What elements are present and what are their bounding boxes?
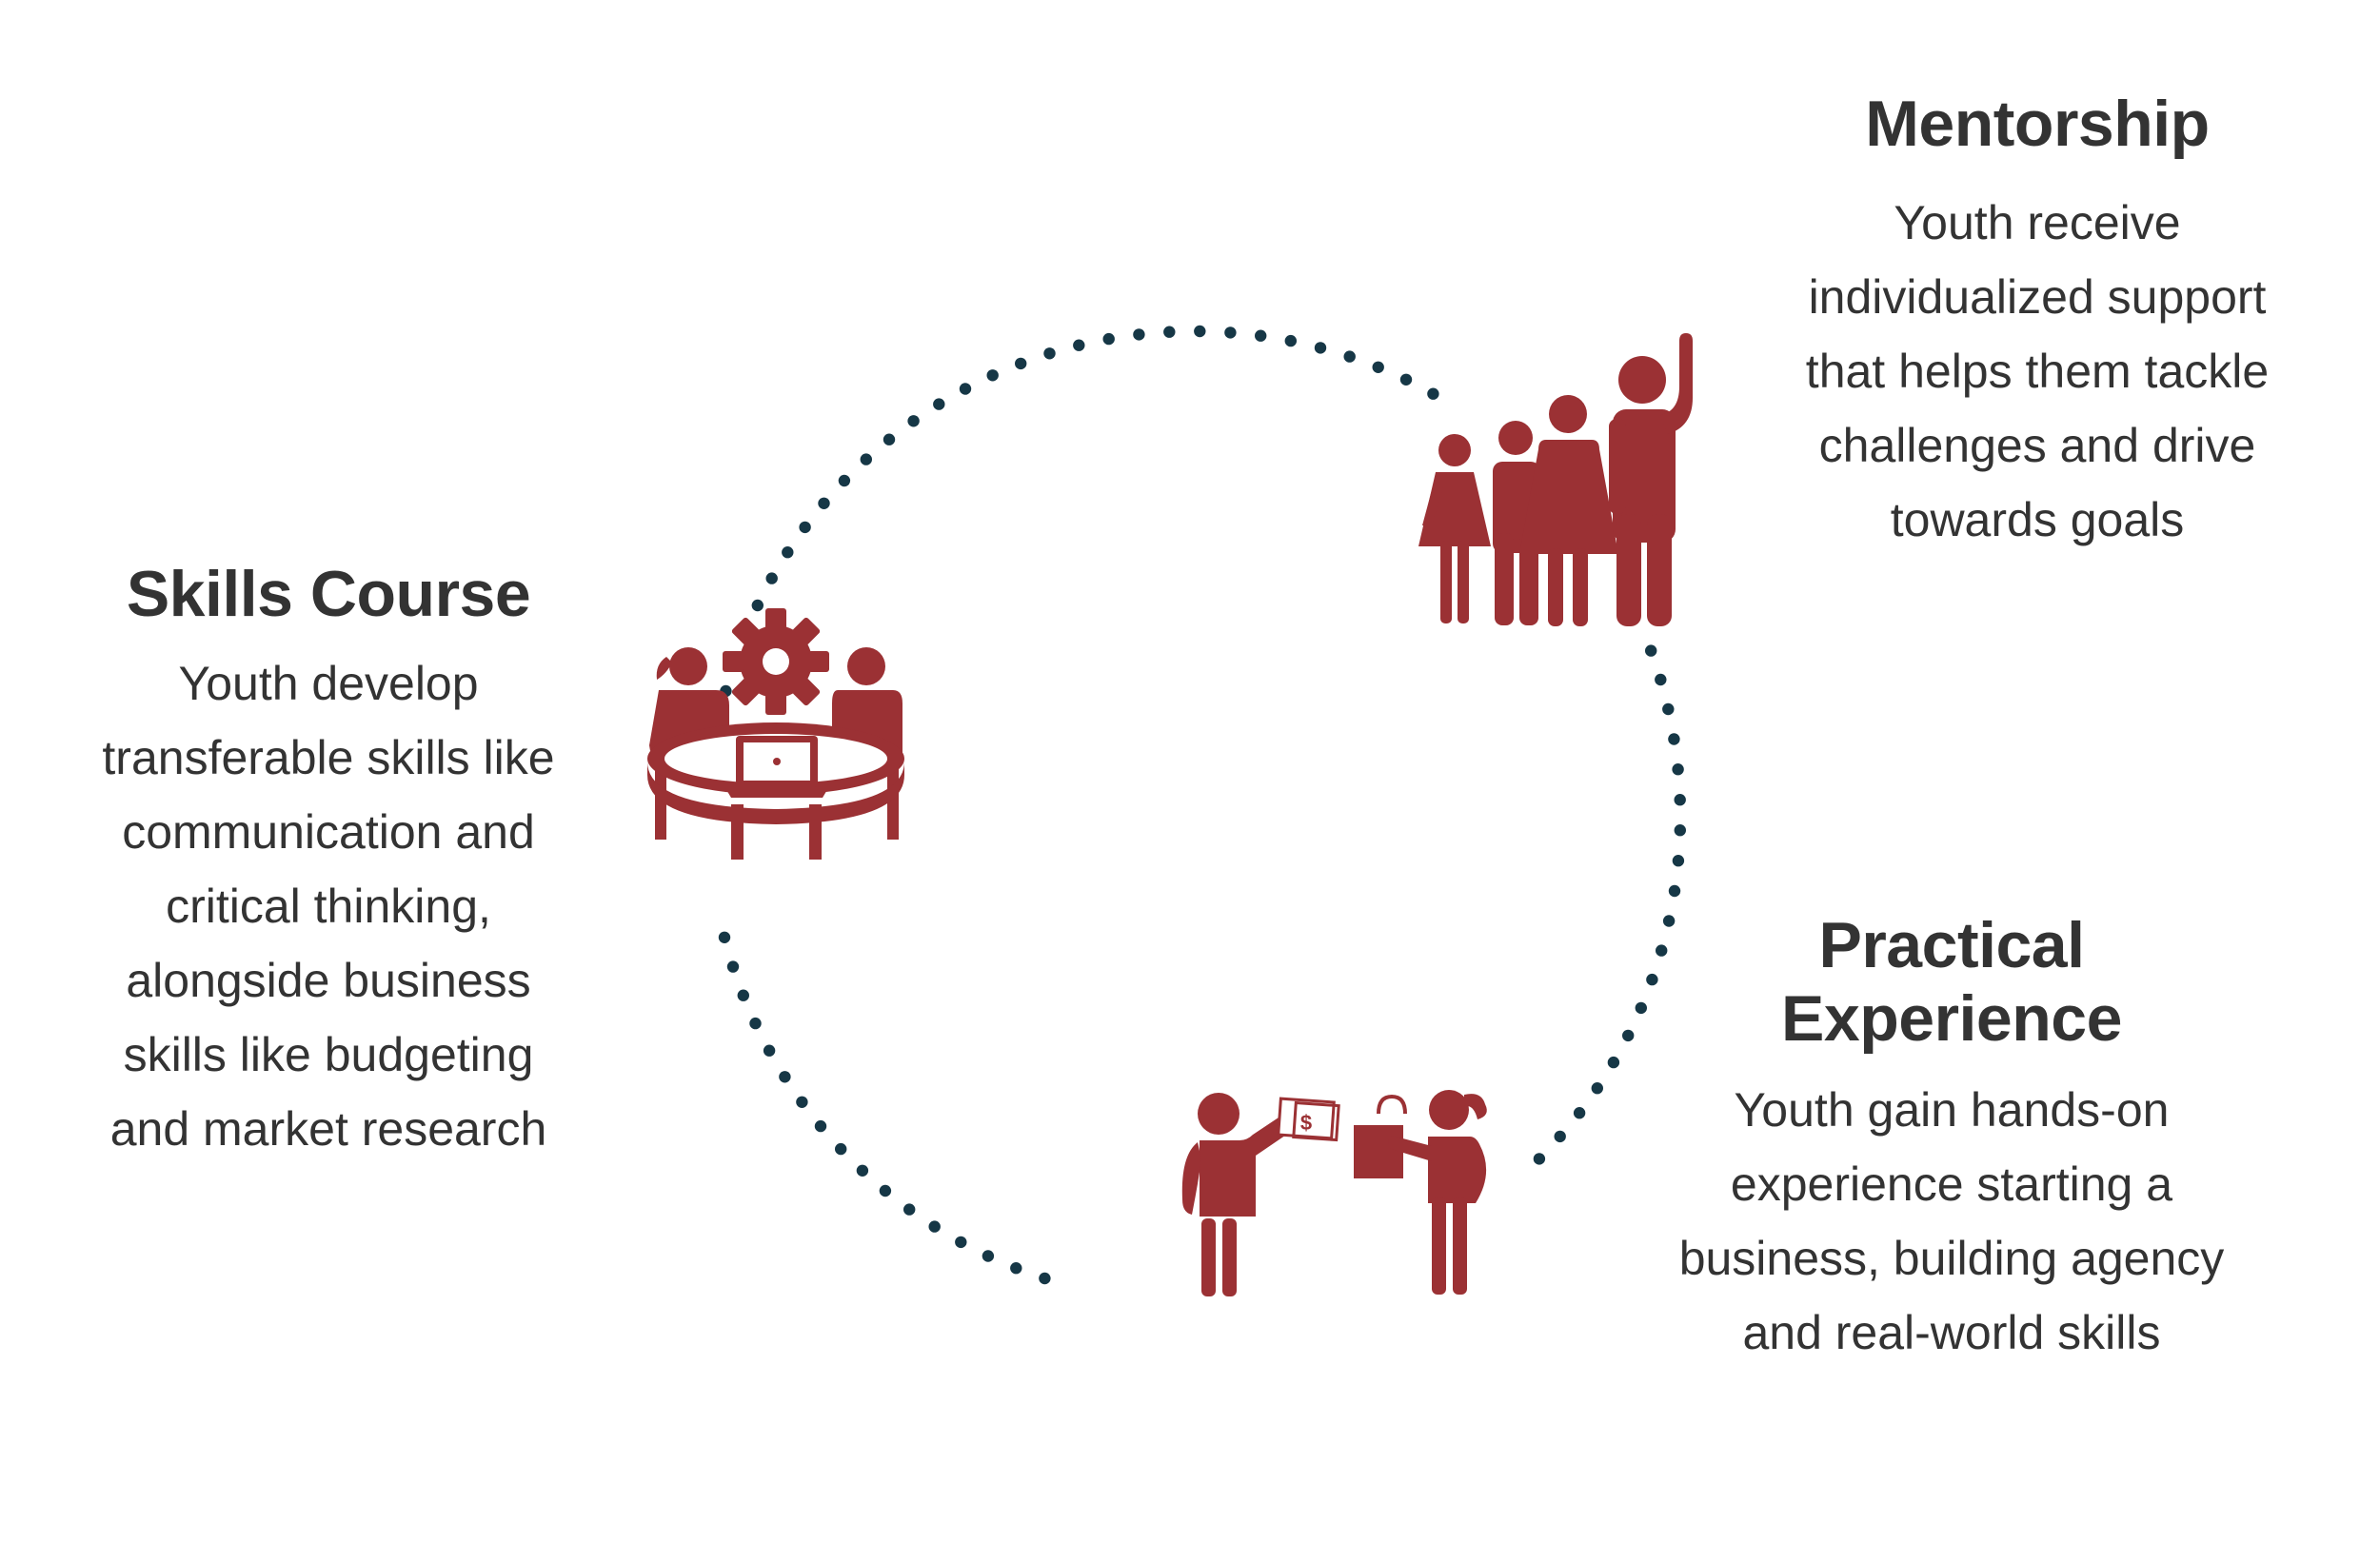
ring-dot xyxy=(1635,1001,1648,1015)
ring-dot xyxy=(860,453,872,465)
ring-dot xyxy=(1674,794,1686,806)
description-line: individualized support xyxy=(1808,269,2267,324)
description-line: transferable skills like xyxy=(102,730,555,784)
skills-course-block: Skills Course Youth develop transferable… xyxy=(38,558,619,1166)
ring-dot xyxy=(1343,350,1356,363)
ring-dot xyxy=(1662,915,1676,927)
mentorship-title: Mentorship xyxy=(1865,88,2210,160)
ring-dot xyxy=(1607,1056,1620,1069)
ring-dot xyxy=(1672,855,1685,867)
ring-dot xyxy=(765,572,778,584)
ring-dot xyxy=(718,931,731,943)
ring-dot xyxy=(1622,1029,1635,1042)
meeting-table-gear-icon xyxy=(647,608,904,860)
mentorship-description: Youth receive individualized support tha… xyxy=(1733,186,2342,557)
ring-dot xyxy=(1554,1130,1566,1143)
description-line: skills like budgeting xyxy=(123,1027,534,1081)
practical-experience-block: Practical Experience Youth gain hands-on… xyxy=(1618,909,2285,1370)
ring-dot xyxy=(763,1044,776,1057)
skills-course-description: Youth develop transferable skills like c… xyxy=(38,646,619,1166)
ring-dot xyxy=(1314,342,1327,354)
ring-dot xyxy=(1646,973,1658,986)
ring-dot xyxy=(1194,325,1206,338)
mentorship-block: Mentorship Youth receive individualized … xyxy=(1733,88,2342,557)
ring-dot xyxy=(1039,1272,1051,1285)
ring-dot xyxy=(955,1236,967,1249)
ring-dot xyxy=(1073,339,1085,351)
ring-dot xyxy=(1645,644,1657,657)
ring-dot xyxy=(879,1184,892,1197)
practical-experience-description: Youth gain hands-on experience starting … xyxy=(1618,1073,2285,1370)
ring-dot xyxy=(737,989,749,1001)
ring-dot xyxy=(1672,763,1684,776)
ring-dot xyxy=(838,474,851,487)
ring-dot xyxy=(751,599,764,612)
ring-dot xyxy=(1656,944,1668,957)
ring-dot xyxy=(799,521,811,534)
description-line: Youth develop xyxy=(178,656,479,710)
group-raised-hand-icon xyxy=(1418,333,1693,626)
ring-dot xyxy=(835,1142,847,1156)
description-line: business, building agency xyxy=(1678,1231,2225,1285)
ring-dot xyxy=(1533,1153,1546,1165)
ring-dot xyxy=(928,1220,941,1233)
ring-dot xyxy=(1668,733,1680,745)
ring-dot xyxy=(779,1071,791,1083)
ring-dot xyxy=(1133,328,1145,341)
ring-dot xyxy=(1010,1262,1022,1275)
ring-dot xyxy=(1284,334,1298,347)
ring-dot xyxy=(1674,824,1687,837)
ring-dot xyxy=(856,1164,869,1177)
description-line: towards goals xyxy=(1890,492,2185,546)
ring-dot xyxy=(1573,1107,1586,1119)
description-line: critical thinking, xyxy=(166,879,491,933)
title-line: Experience xyxy=(1781,981,2122,1055)
ring-dot xyxy=(749,1017,762,1030)
ring-dot xyxy=(1399,373,1413,386)
ring-dot xyxy=(1427,387,1439,400)
ring-dot xyxy=(986,369,999,382)
ring-dot xyxy=(1662,702,1675,716)
ring-dot xyxy=(1591,1082,1604,1095)
ring-dot xyxy=(1043,347,1056,360)
ring-dot xyxy=(818,497,830,509)
ring-dot xyxy=(1015,357,1027,370)
description-line: challenges and drive xyxy=(1818,418,2256,472)
description-line: communication and xyxy=(122,804,535,859)
description-line: Youth receive xyxy=(1894,195,2181,249)
ring-dot xyxy=(1224,326,1237,339)
ring-dot xyxy=(1163,326,1176,338)
ring-dot xyxy=(726,960,740,973)
ring-dot xyxy=(907,415,920,427)
ring-dot xyxy=(1255,329,1267,342)
ring-dot xyxy=(959,383,972,395)
description-line: and market research xyxy=(109,1101,547,1156)
description-line: alongside business xyxy=(126,953,531,1007)
practical-experience-title: Practical Experience xyxy=(1618,909,2285,1056)
description-line: and real-world skills xyxy=(1742,1305,2161,1359)
description-line: Youth gain hands-on xyxy=(1734,1082,2170,1137)
dotted-arc-bottom-left xyxy=(718,931,1051,1285)
ring-dot xyxy=(1372,361,1384,373)
ring-dot xyxy=(814,1119,827,1133)
ring-dot xyxy=(796,1096,808,1109)
ring-dot xyxy=(1102,332,1115,346)
ring-dot xyxy=(883,433,896,445)
ring-dot xyxy=(933,398,945,410)
ring-dot xyxy=(1655,673,1667,686)
ring-dot xyxy=(903,1203,916,1216)
ring-dot xyxy=(982,1250,995,1262)
ring-dot xyxy=(1668,884,1681,898)
dotted-arc-right xyxy=(1533,644,1687,1165)
title-line: Practical xyxy=(1818,909,2085,981)
exchange-money-bag-icon xyxy=(1181,1090,1487,1296)
description-line: experience starting a xyxy=(1730,1157,2173,1211)
skills-course-title: Skills Course xyxy=(126,558,531,630)
ring-dot xyxy=(782,546,794,559)
dotted-arc-top xyxy=(720,325,1439,698)
description-line: that helps them tackle xyxy=(1805,344,2270,398)
